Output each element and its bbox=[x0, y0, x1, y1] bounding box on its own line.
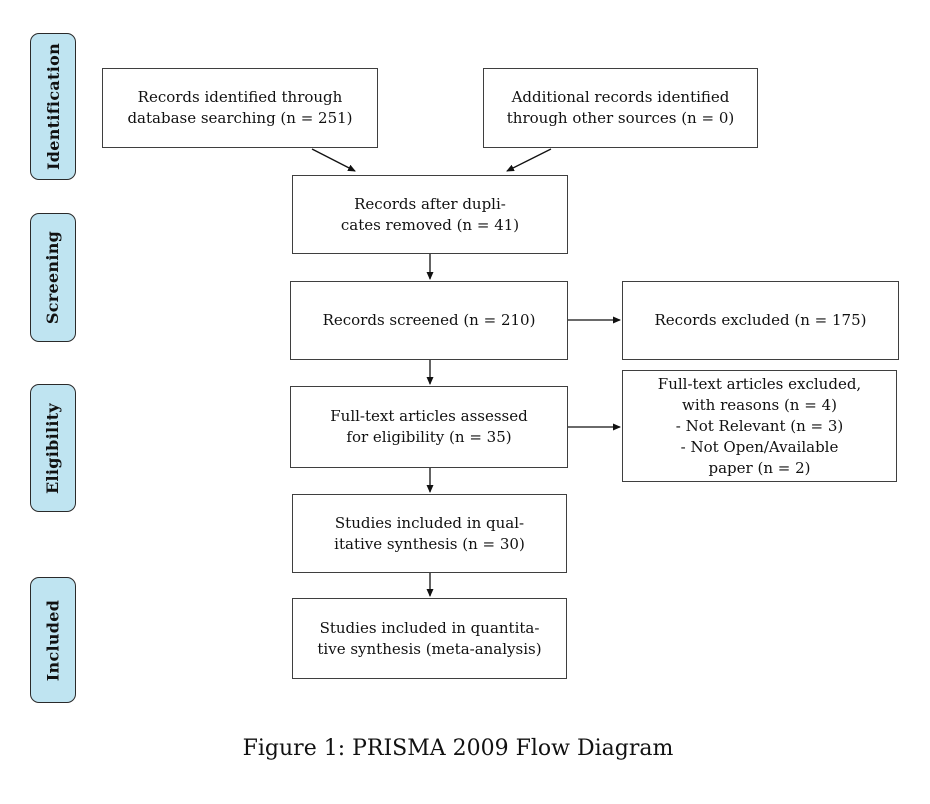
arrow-additional-to-duplicates bbox=[506, 148, 552, 172]
box-text-line: through other sources (n = 0) bbox=[506, 109, 735, 127]
stage-label-eligibility: Eligibility bbox=[30, 384, 76, 512]
box-text-line: database searching (n = 251) bbox=[127, 109, 353, 127]
box-text-line: Records screened (n = 210) bbox=[322, 311, 536, 329]
box-text-line: paper (n = 2) bbox=[708, 458, 811, 477]
box-qualitative-synthesis: Studies included in qual- itative synthe… bbox=[292, 494, 567, 573]
box-text-line: - Not Relevant (n = 3) bbox=[675, 416, 844, 435]
box-fulltext-excluded: Full-text articles excluded, with reason… bbox=[622, 370, 897, 482]
stage-label-identification: Identification bbox=[30, 33, 76, 180]
box-text-line: - Not Open/Available bbox=[680, 437, 839, 456]
stage-label-text: Identification bbox=[43, 43, 63, 170]
box-text-line: Records identified through bbox=[137, 88, 343, 106]
box-text-line: for eligibility (n = 35) bbox=[346, 428, 512, 446]
box-text-line: Studies included in qual- bbox=[334, 513, 525, 532]
stage-label-text: Included bbox=[43, 599, 63, 681]
box-text-line: Studies included in quantita- bbox=[319, 618, 540, 637]
arrow-identified-to-duplicates bbox=[311, 148, 356, 172]
box-text-line: Additional records identified bbox=[511, 88, 730, 106]
box-records-excluded: Records excluded (n = 175) bbox=[622, 281, 899, 360]
stage-label-included: Included bbox=[30, 577, 76, 703]
box-text-line: Full-text articles assessed bbox=[330, 407, 528, 425]
box-text-line: Records after dupli- bbox=[354, 194, 506, 213]
stage-label-text: Eligibility bbox=[43, 402, 63, 494]
stage-label-screening: Screening bbox=[30, 213, 76, 342]
box-text-line: Records excluded (n = 175) bbox=[654, 311, 867, 329]
box-records-identified: Records identified through database sear… bbox=[102, 68, 378, 148]
box-records-screened: Records screened (n = 210) bbox=[290, 281, 568, 360]
box-text-line: with reasons (n = 4) bbox=[682, 395, 837, 414]
stage-label-text: Screening bbox=[43, 230, 63, 325]
figure-caption: Figure 1: PRISMA 2009 Flow Diagram bbox=[242, 736, 674, 761]
box-additional-records: Additional records identified through ot… bbox=[483, 68, 758, 148]
box-text-line: itative synthesis (n = 30) bbox=[334, 534, 525, 553]
box-quantitative-synthesis: Studies included in quantita- tive synth… bbox=[292, 598, 567, 679]
box-fulltext-assessed: Full-text articles assessed for eligibil… bbox=[290, 386, 568, 468]
box-text-line: Full-text articles excluded, bbox=[657, 374, 862, 393]
box-text-line: cates removed (n = 41) bbox=[340, 215, 520, 234]
box-after-duplicates: Records after dupli- cates removed (n = … bbox=[292, 175, 568, 254]
box-text-line: tive synthesis (meta-analysis) bbox=[317, 639, 542, 658]
